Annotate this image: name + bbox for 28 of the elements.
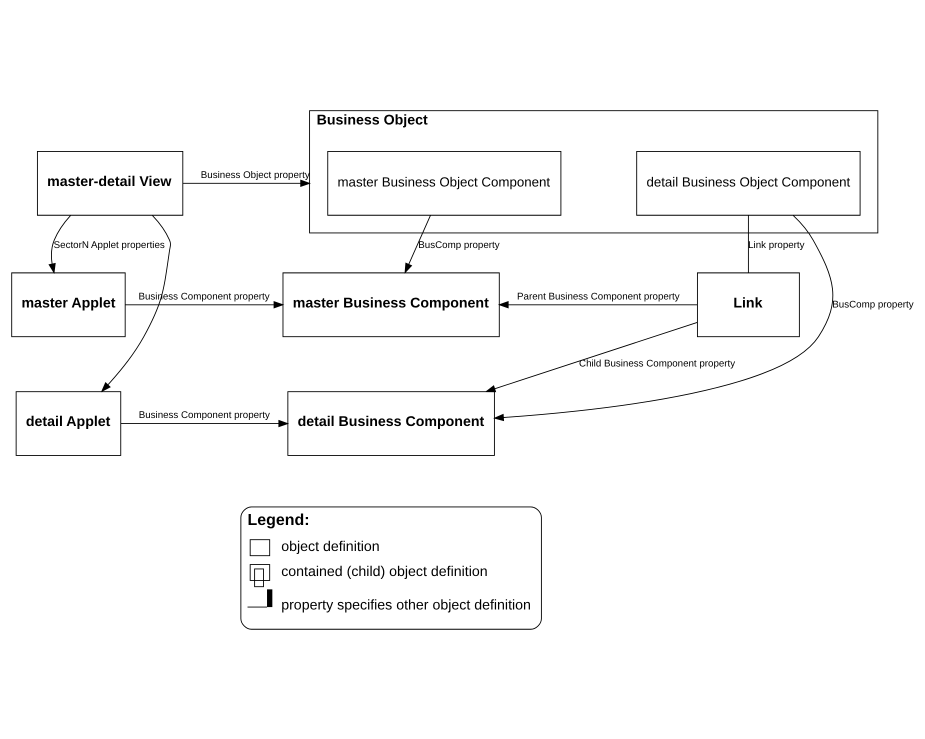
arrow: [48, 215, 72, 274]
legend-label: contained (child) object definition: [281, 564, 488, 580]
edge-label: Parent Business Component property: [517, 291, 680, 302]
edge-label: Business Component property: [138, 410, 270, 422]
edge-label: SectorN Applet properties: [54, 240, 165, 251]
node-box: master-detail View: [36, 150, 184, 216]
arrow: [498, 301, 698, 308]
edge-label: BusComp property: [418, 240, 500, 251]
node-box: detail Business Component: [287, 391, 495, 456]
legend-label: property specifies other object definition: [281, 598, 531, 614]
arrow: [404, 214, 431, 274]
node-box: detail Business Object Component: [636, 150, 861, 216]
arrow: [493, 215, 834, 422]
label: Legend:: [248, 512, 310, 529]
arrow: [100, 214, 171, 392]
legend-label: object definition: [281, 539, 380, 556]
edge-label: Child Business Component property: [579, 358, 736, 370]
arrow: [182, 180, 311, 188]
node-box: Link: [696, 272, 800, 338]
arrow: [124, 301, 284, 308]
node-box: master Applet: [11, 272, 126, 338]
node-box: master Business Component: [282, 272, 500, 338]
node-box: detail Applet: [16, 391, 122, 456]
arrow: [484, 322, 698, 392]
connector: [748, 214, 749, 273]
node-box: master Business Object Component: [327, 150, 562, 216]
edge-label: BusComp property: [832, 299, 914, 310]
arrow: [120, 420, 290, 428]
